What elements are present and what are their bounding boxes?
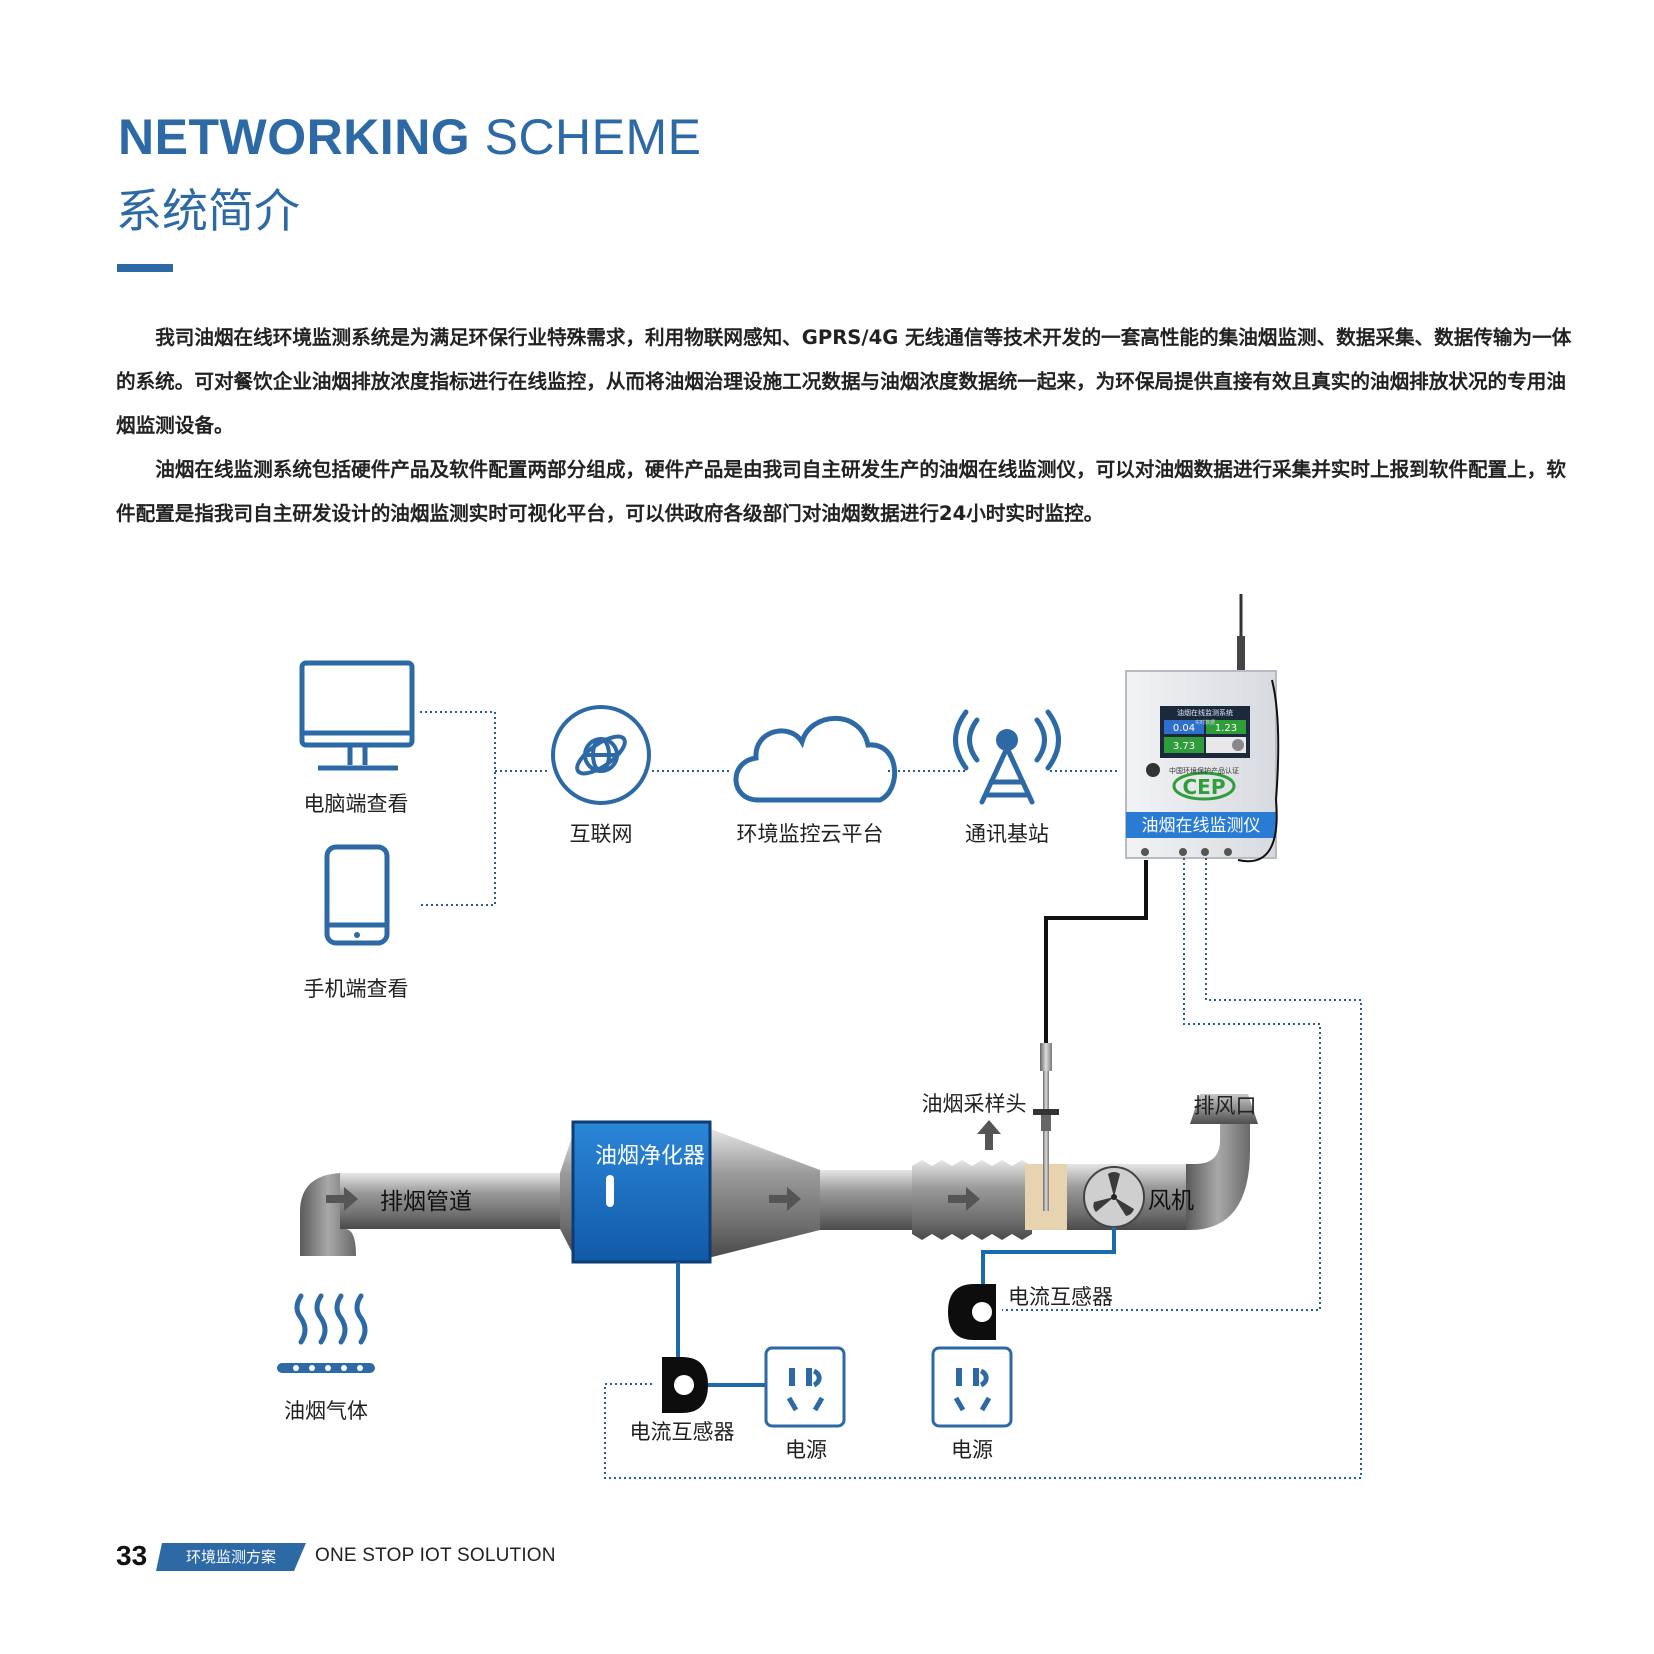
footer-slogan: ONE STOP IOT SOLUTION [315, 1545, 556, 1566]
purifier-label: 油烟净化器 [595, 1144, 705, 1169]
flow-arrows [326, 1120, 1001, 1211]
power-socket-left [764, 1346, 846, 1428]
power-left-label: 电源 [785, 1438, 827, 1462]
monitor-value-1: 0.04 [1173, 723, 1195, 734]
title-en-light: SCHEME [470, 109, 702, 165]
probe-cable [1044, 860, 1148, 1045]
sensor-signal-links [604, 858, 1362, 1479]
pc-label: 电脑端查看 [303, 792, 409, 816]
phone-label: 手机端查看 [303, 977, 409, 1001]
page-title-cn: 系统简介 [116, 184, 300, 238]
fan-label: 风机 [1148, 1188, 1194, 1214]
oil-fume-monitor-device [1125, 594, 1280, 863]
monitor-screen-sub: 实时数据 [1195, 719, 1215, 726]
oil-fume-gas-label: 油烟气体 [284, 1399, 368, 1423]
cloud-icon [733, 716, 898, 803]
purifier-box [571, 1120, 712, 1264]
intro-paragraph-2: 油烟在线监测系统包括硬件产品及软件配置两部分组成，硬件产品是由我司自主研发生产的… [116, 458, 1566, 525]
monitor-cep-logo: CEP [1183, 775, 1226, 799]
base-station-icon [953, 709, 1061, 805]
power-right-label: 电源 [951, 1438, 993, 1462]
monitor-icon [299, 660, 415, 771]
pc-phone-link [420, 711, 496, 906]
cloud-platform-label: 环境监控云平台 [736, 822, 884, 846]
network-links [420, 711, 1120, 906]
duct-label: 排烟管道 [380, 1189, 472, 1215]
current-transformer-left-label: 电流互感器 [629, 1420, 735, 1444]
globe-icon [551, 705, 651, 805]
current-transformer-right-label: 电流互感器 [1008, 1285, 1113, 1309]
page-title-en: NETWORKING SCHEME [118, 112, 702, 162]
current-transformer-right [948, 1284, 996, 1340]
intro-text: 我司油烟在线环境监测系统是为满足环保行业特殊需求，利用物联网感知、GPRS/4G… [116, 316, 1576, 536]
probe-label: 油烟采样头 [921, 1092, 1027, 1116]
monitor-value-3: 3.73 [1173, 741, 1195, 752]
title-underline-bar [117, 264, 173, 272]
pipe-system [300, 1094, 1258, 1258]
monitor-screen-title: 油烟在线监测系统 [1177, 708, 1233, 717]
power-socket-right [931, 1346, 1013, 1428]
title-en-bold: NETWORKING [118, 109, 471, 165]
purifier-handle [606, 1175, 614, 1207]
footer-tag: 环境监测方案 [156, 1543, 306, 1571]
page-number: 33 [116, 1540, 148, 1571]
exhaust-label: 排风口 [1193, 1094, 1257, 1118]
internet-label: 互联网 [569, 822, 633, 846]
monitor-device-name: 油烟在线监测仪 [1142, 816, 1261, 836]
sampling-probe [1033, 1043, 1059, 1211]
phone-icon [324, 844, 390, 946]
intro-paragraph-1: 我司油烟在线环境监测系统是为满足环保行业特殊需求，利用物联网感知、GPRS/4G… [116, 326, 1572, 437]
fume-dots [293, 1365, 363, 1371]
base-station-label: 通讯基站 [965, 822, 1049, 846]
current-transformer-left [662, 1357, 708, 1413]
monitor-cert-text: 中国环境保护产品认证 [1169, 766, 1239, 775]
monitor-value-2: 1.23 [1215, 723, 1237, 734]
oil-fume-gas-icon [277, 1293, 375, 1373]
